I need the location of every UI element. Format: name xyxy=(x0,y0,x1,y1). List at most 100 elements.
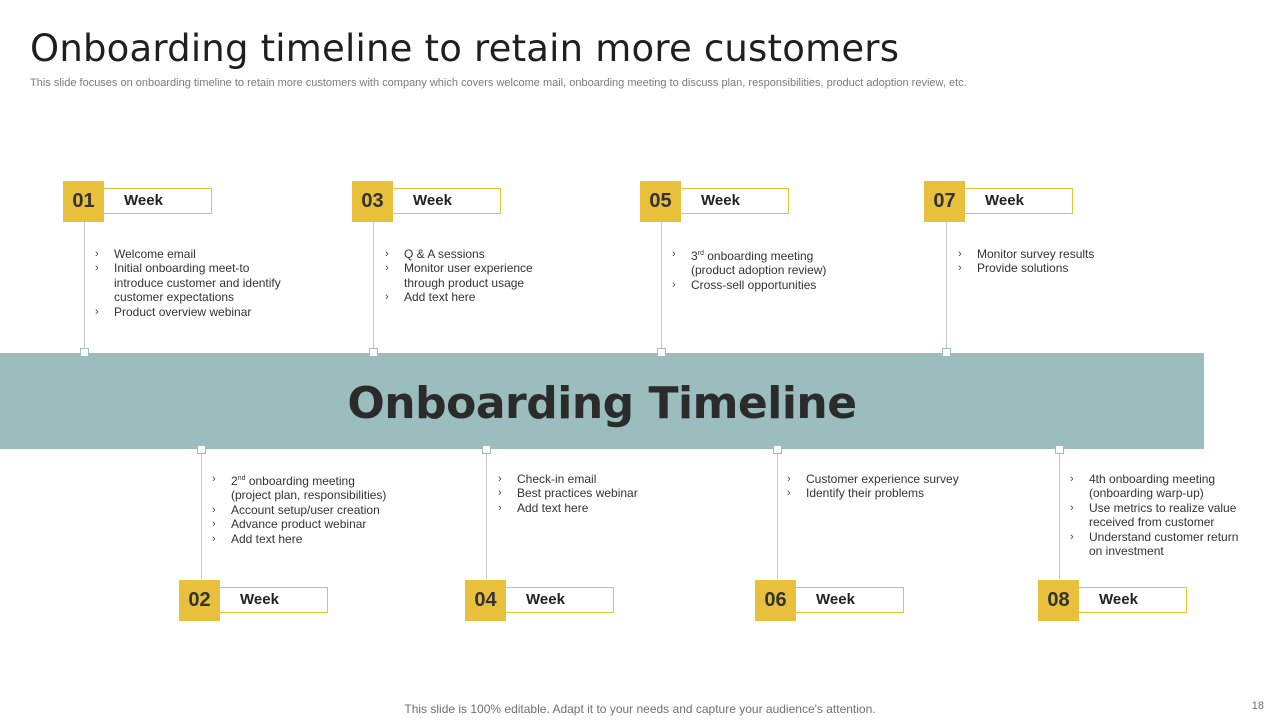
chevron-right-icon: › xyxy=(385,291,389,304)
chevron-right-icon: › xyxy=(212,532,216,545)
step-number-badge: 07 xyxy=(924,181,965,222)
step-bullet-list: › 3rd onboarding meeting(product adoption… xyxy=(672,247,826,292)
bullet-superscript: nd xyxy=(237,475,246,482)
bullet-item: › 3rd onboarding meeting(product adoption… xyxy=(672,247,826,278)
step-bullet-list: › Welcome email › Initial onboarding meet-t… xyxy=(95,247,281,319)
bullet-text: Check-in email xyxy=(517,472,597,486)
connector-line-1 xyxy=(84,222,85,353)
timeline-node-2 xyxy=(197,445,206,454)
bullet-text: 4th onboarding meeting xyxy=(1089,472,1216,486)
timeline-node-7 xyxy=(942,348,951,357)
step-number-badge: 06 xyxy=(755,580,796,621)
bullet-item: ›4th onboarding meeting(onboarding warp-… xyxy=(1070,472,1238,501)
bullet-item: ›Add text here xyxy=(212,532,386,546)
timeline-node-5 xyxy=(657,348,666,357)
connector-line-2 xyxy=(201,449,202,579)
bullet-item: ›Product overview webinar xyxy=(95,305,281,319)
step-week-label: Week xyxy=(681,188,789,214)
bullet-text: Monitor survey results xyxy=(977,247,1095,261)
slide-title: Onboarding timeline to retain more custo… xyxy=(30,27,900,70)
bullet-text-line: (onboarding warp-up) xyxy=(1089,486,1204,501)
bullet-text: Add text here xyxy=(517,500,589,515)
bullet-text: Customer experience survey xyxy=(806,472,959,486)
chevron-right-icon: › xyxy=(498,487,502,500)
step-week-label: Week xyxy=(506,587,614,613)
bullet-item: › Q & A sessions xyxy=(385,247,533,261)
timeline-node-6 xyxy=(773,445,782,454)
bullet-text-line: received from customer xyxy=(1089,515,1215,530)
timeline-node-8 xyxy=(1055,445,1064,454)
chevron-right-icon: › xyxy=(95,262,99,275)
step-week-label: Week xyxy=(104,188,212,214)
bullet-text: Initial onboarding meet-to xyxy=(114,261,250,276)
bullet-text: Best practices webinar xyxy=(517,486,638,501)
chevron-right-icon: › xyxy=(385,262,389,275)
bullet-text: Cross-sell opportunities xyxy=(691,277,817,292)
bullet-item: › Advance product webinar xyxy=(212,517,386,531)
page-number: 18 xyxy=(1251,700,1264,712)
step-bullet-list: › 4th onboarding meeting(onboarding warp-… xyxy=(1070,472,1238,558)
bullet-text-line: (product adoption review) xyxy=(691,263,827,278)
chevron-right-icon: › xyxy=(672,248,676,260)
chevron-right-icon: › xyxy=(95,248,99,260)
bullet-text: Advance product webinar xyxy=(231,517,367,532)
step-number-badge: 04 xyxy=(465,580,506,621)
step-number-badge: 03 xyxy=(352,181,393,222)
bullet-text: Add text here xyxy=(404,290,476,305)
step-week-label: Week xyxy=(796,587,904,613)
timeline-band xyxy=(0,353,1204,449)
chevron-right-icon: › xyxy=(787,473,791,485)
step-bullet-list: › Customer experience survey›Identify the… xyxy=(787,472,959,501)
bullet-item: › Best practices webinar xyxy=(498,486,638,500)
slide-subtitle: This slide focuses on onboarding timelin… xyxy=(30,77,967,89)
bullet-text: Identify their problems xyxy=(806,486,925,501)
bullet-text: Monitor user experience xyxy=(404,261,533,276)
bullet-text: Q & A sessions xyxy=(404,247,485,261)
connector-line-8 xyxy=(1059,449,1060,579)
chevron-right-icon: › xyxy=(1070,501,1074,514)
bullet-item: › Customer experience survey xyxy=(787,472,959,486)
chevron-right-icon: › xyxy=(958,248,962,260)
step-week-label: Week xyxy=(965,188,1073,214)
chevron-right-icon: › xyxy=(385,248,389,260)
chevron-right-icon: › xyxy=(212,503,216,516)
bullet-item: ›Account setup/user creation xyxy=(212,503,386,517)
chevron-right-icon: › xyxy=(212,518,216,531)
bullet-item: ›Provide solutions xyxy=(958,261,1094,275)
bullet-text-line: on investment xyxy=(1089,544,1164,559)
bullet-text-line: through product usage xyxy=(404,275,525,290)
chevron-right-icon: › xyxy=(212,473,216,485)
bullet-item: › Check-in email xyxy=(498,472,638,486)
connector-line-3 xyxy=(373,222,374,353)
timeline-node-3 xyxy=(369,348,378,357)
bullet-text: Welcome email xyxy=(114,247,196,261)
step-week-label: Week xyxy=(393,188,501,214)
bullet-text-cont: onboarding meeting xyxy=(703,249,814,263)
bullet-text: Product overview webinar xyxy=(114,304,252,319)
bullet-item: ›Identify their problems xyxy=(787,486,959,500)
chevron-right-icon: › xyxy=(498,473,502,485)
timeline-node-4 xyxy=(482,445,491,454)
chevron-right-icon: › xyxy=(498,501,502,514)
bullet-text-line: customer expectations xyxy=(114,290,235,305)
timeline-node-1 xyxy=(80,348,89,357)
step-number-badge: 05 xyxy=(640,181,681,222)
step-bullet-list: ›2nd onboarding meeting(project plan, re… xyxy=(212,472,386,546)
step-bullet-list: › Check-in email › Best practices webinar › A… xyxy=(498,472,638,515)
chevron-right-icon: › xyxy=(672,278,676,291)
bullet-item: › Cross-sell opportunities xyxy=(672,278,826,292)
footer-note: This slide is 100% editable. Adapt it to… xyxy=(404,702,876,716)
bullet-text: 3 xyxy=(691,249,698,263)
connector-line-7 xyxy=(946,222,947,353)
bullet-text: Use metrics to realize value xyxy=(1089,500,1237,515)
bullet-superscript: rd xyxy=(697,250,704,257)
connector-line-5 xyxy=(661,222,662,353)
band-title: Onboarding Timeline xyxy=(347,378,857,429)
connector-line-6 xyxy=(777,449,778,579)
chevron-right-icon: › xyxy=(958,262,962,275)
bullet-text-line: introduce customer and identify xyxy=(114,275,281,290)
